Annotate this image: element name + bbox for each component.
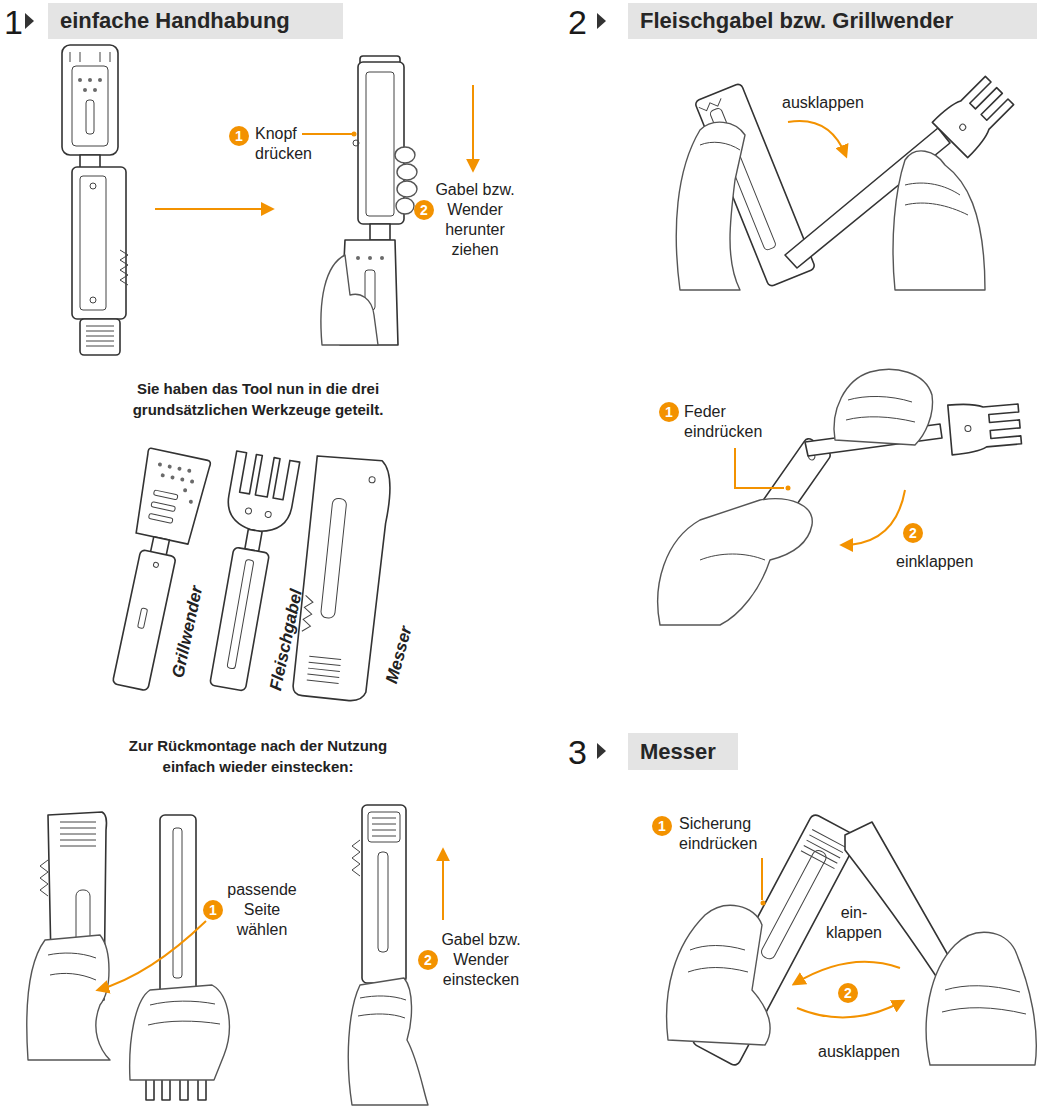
section-title: einfache Handhabung xyxy=(60,8,290,34)
callout-number: 1 xyxy=(652,816,672,836)
instruction-text: einklappen xyxy=(896,552,973,572)
tool-name: Grillwender xyxy=(168,584,207,680)
section-header: Fleischgabel bzw. Grillwender xyxy=(628,3,1037,39)
instruction-text: Sicherung eindrücken xyxy=(679,814,773,854)
instruction-text: Knopf drücken xyxy=(255,124,317,164)
knife-tool xyxy=(292,454,393,703)
callout-number: 2 xyxy=(903,523,923,543)
reassembly-hand-right xyxy=(348,805,443,1105)
assembled-tool xyxy=(62,45,272,355)
callout-number: 1 xyxy=(659,402,679,422)
reassembly-hand-left xyxy=(27,812,110,1060)
tool-name: Messer xyxy=(382,624,416,686)
callout-number: 1 xyxy=(203,900,223,920)
section-number: 3 xyxy=(568,734,587,770)
knife-fold xyxy=(667,813,1037,1067)
callout-number: 1 xyxy=(229,126,249,146)
fold-fork xyxy=(658,369,1022,625)
section-title: Fleischgabel bzw. Grillwender xyxy=(640,8,953,34)
callout-number: 2 xyxy=(414,200,434,220)
tool-in-hand xyxy=(302,56,473,345)
instruction-text: ausklappen xyxy=(818,1042,900,1062)
section-header: Messer xyxy=(628,733,738,770)
section-header: einfache Handhabung xyxy=(48,3,343,39)
reassembly-fork xyxy=(98,815,229,1100)
note-text: Zur Rückmontage nach der Nutzung einfach… xyxy=(108,735,408,777)
section-number: 1 xyxy=(4,4,23,40)
instruction-text: Gabel bzw. Wender einstecken xyxy=(436,930,526,990)
note-text: Sie haben das Tool nun in die drei grund… xyxy=(108,378,408,420)
callout-number: 2 xyxy=(838,983,858,1003)
spatula-tool xyxy=(99,448,211,694)
instruction-text: ein- klappen xyxy=(822,903,886,943)
section-number: 2 xyxy=(568,4,587,40)
instruction-text: Feder eindrücken xyxy=(684,402,772,442)
callout-number: 2 xyxy=(418,950,438,970)
section-title: Messer xyxy=(640,739,716,765)
instruction-text: ausklappen xyxy=(782,93,864,113)
section-triangle xyxy=(25,13,606,759)
instruction-text: Gabel bzw. Wender herunter ziehen xyxy=(432,180,518,260)
instruction-text: passende Seite wählen xyxy=(222,880,302,940)
unfold-fork xyxy=(676,73,1017,290)
